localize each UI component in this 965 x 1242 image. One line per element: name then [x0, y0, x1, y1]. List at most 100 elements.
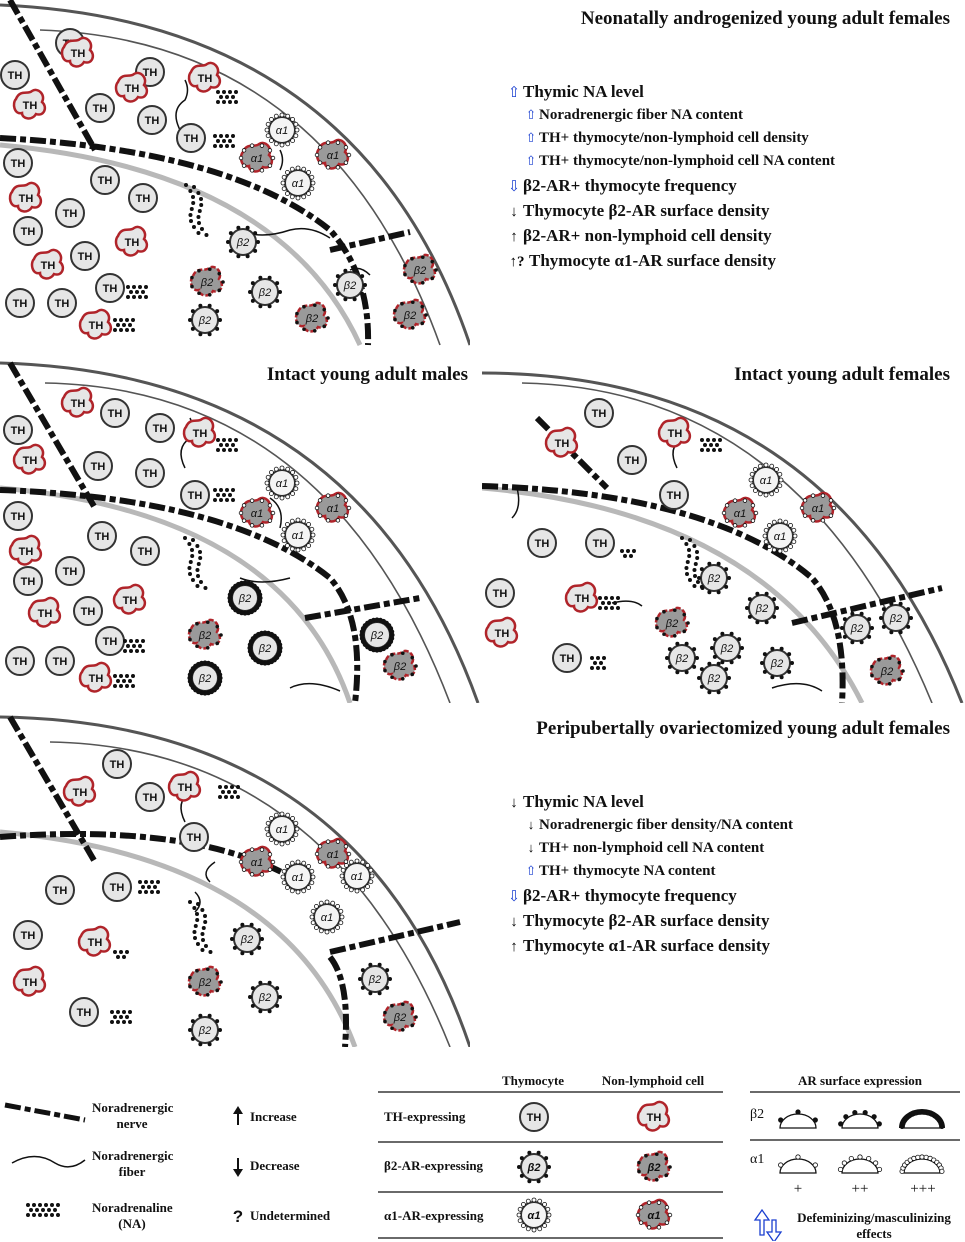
arrow-icon: ⇧	[507, 85, 521, 101]
corticomedullary-junction	[0, 485, 353, 703]
noradrenaline-dots	[216, 438, 238, 452]
effect-row: ⇧TH+ thymocyte/non-lymphoid cell density	[505, 130, 835, 153]
noradrenaline-dots	[218, 785, 240, 799]
beta2-nonlymphoid-cell: β2	[382, 649, 418, 681]
svg-text:TH: TH	[13, 298, 28, 310]
th-thymocyte: TH	[0, 60, 30, 90]
svg-text:β2: β2	[413, 265, 426, 277]
noradrenaline-dots	[123, 639, 145, 653]
svg-text:β2: β2	[200, 277, 213, 289]
th-nonlymphoid-cell: TH	[12, 443, 47, 475]
legend-increase-label: Increase	[250, 1109, 297, 1124]
svg-text:TH: TH	[23, 977, 38, 989]
noradrenergic-fiber	[289, 682, 341, 692]
arrow-icon: ⇩	[507, 179, 521, 195]
svg-text:TH: TH	[63, 208, 78, 220]
svg-text:α1: α1	[351, 871, 363, 883]
svg-text:TH: TH	[8, 70, 23, 82]
effect-row: ⇩β2-AR+ thymocyte frequency	[505, 886, 793, 911]
th-nonlymphoid-cell: TH	[78, 308, 113, 340]
noradrenergic-nerve	[0, 487, 361, 703]
noradrenergic-fiber	[194, 891, 201, 913]
th-thymocyte: TH	[552, 643, 582, 673]
svg-text:TH: TH	[63, 566, 78, 578]
th-thymocyte: TH	[128, 183, 158, 213]
noradrenergic-fiber	[175, 79, 189, 131]
effect-row: ↓Thymic NA level	[505, 792, 793, 817]
th-thymocyte: TH	[100, 398, 130, 428]
svg-text:β2: β2	[755, 603, 768, 615]
th-thymocyte: TH	[585, 528, 615, 558]
svg-text:TH: TH	[55, 298, 70, 310]
svg-text:TH: TH	[21, 576, 36, 588]
svg-text:TH: TH	[527, 1112, 542, 1124]
panel-title: Intact young adult males	[266, 364, 468, 385]
beta2-nonlymphoid-cell: β2	[187, 965, 223, 997]
alpha1-thymocyte: α1	[748, 462, 784, 498]
beta2-nonlymphoid-cell: β2	[402, 253, 438, 285]
noradrenaline-dots	[138, 880, 160, 894]
corticomedullary-junction	[0, 829, 358, 1047]
beta2-thymocyte: β2	[840, 611, 874, 645]
effect-text: Noradrenergic fiber NA content	[539, 107, 743, 123]
beta2-nonlymphoid-cell: β2	[187, 618, 223, 650]
svg-text:β2: β2	[675, 653, 688, 665]
svg-text:β2: β2	[368, 974, 381, 986]
th-thymocyte: TH	[69, 997, 99, 1027]
noradrenergic-nerve	[7, 361, 98, 510]
th-thymocyte: TH	[135, 782, 165, 812]
th-thymocyte: TH	[73, 596, 103, 626]
svg-text:TH: TH	[193, 428, 208, 440]
alpha1-nonlymphoid-cell: α1	[635, 1198, 673, 1230]
th-nonlymphoid-cell: TH	[27, 596, 62, 628]
noradrenaline-stream	[183, 536, 208, 590]
svg-text:TH: TH	[53, 656, 68, 668]
legend-undetermined-label: Undetermined	[250, 1208, 331, 1223]
svg-text:α1: α1	[774, 531, 786, 543]
ar-level-2: ++	[851, 1181, 869, 1197]
alpha1-nonlymphoid-cell: α1	[238, 496, 276, 528]
svg-text:TH: TH	[23, 455, 38, 467]
svg-text:α1: α1	[251, 857, 263, 869]
svg-text:TH: TH	[143, 67, 158, 79]
svg-text:TH: TH	[668, 428, 683, 440]
undetermined-icon: ?	[233, 1207, 243, 1226]
svg-text:TH: TH	[71, 398, 86, 410]
svg-text:β2: β2	[403, 310, 416, 322]
svg-text:β2: β2	[258, 643, 271, 655]
noradrenaline-dots	[213, 134, 235, 148]
effect-text: TH+ thymocyte/non-lymphoid cell density	[539, 130, 809, 146]
th-nonlymphoid-cell: TH	[60, 386, 95, 418]
effect-text: Thymocyte α1-AR surface density	[523, 936, 770, 955]
panel-title: Peripubertally ovariectomized young adul…	[536, 718, 950, 739]
svg-text:β2: β2	[236, 237, 249, 249]
arrow-icon: ↑	[510, 939, 518, 955]
effect-row: ↓Thymocyte β2-AR surface density	[505, 911, 793, 936]
th-nonlymphoid-cell: TH	[564, 581, 599, 613]
thymic-capsule	[482, 371, 964, 703]
legend-fiber-label: Noradrenergic fiber	[92, 1148, 174, 1179]
noradrenergic-fiber	[511, 487, 520, 519]
svg-text:β2: β2	[527, 1162, 541, 1174]
th-nonlymphoid-cell: TH	[114, 225, 149, 257]
table-row-alpha1: α1-AR-expressing	[384, 1208, 484, 1223]
noradrenaline-dots	[590, 656, 606, 670]
ar-level-1: +	[793, 1181, 803, 1197]
svg-text:TH: TH	[198, 73, 213, 85]
svg-text:TH: TH	[178, 782, 193, 794]
th-nonlymphoid-cell: TH	[544, 426, 579, 458]
noradrenergic-fiber	[11, 1155, 86, 1168]
svg-text:α1: α1	[276, 125, 288, 137]
svg-text:TH: TH	[560, 653, 575, 665]
alpha-expression-dome	[778, 1154, 818, 1174]
effect-row: ⇧Thymic NA level	[505, 82, 835, 107]
thymic-capsule	[0, 3, 470, 346]
arrow-icon: ↓	[510, 795, 518, 811]
th-thymocyte: TH	[584, 398, 614, 428]
th-thymocyte: TH	[83, 451, 113, 481]
noradrenergic-nerve	[327, 955, 349, 1047]
th-thymocyte: TH	[3, 501, 33, 531]
thymic-capsule	[0, 361, 480, 703]
